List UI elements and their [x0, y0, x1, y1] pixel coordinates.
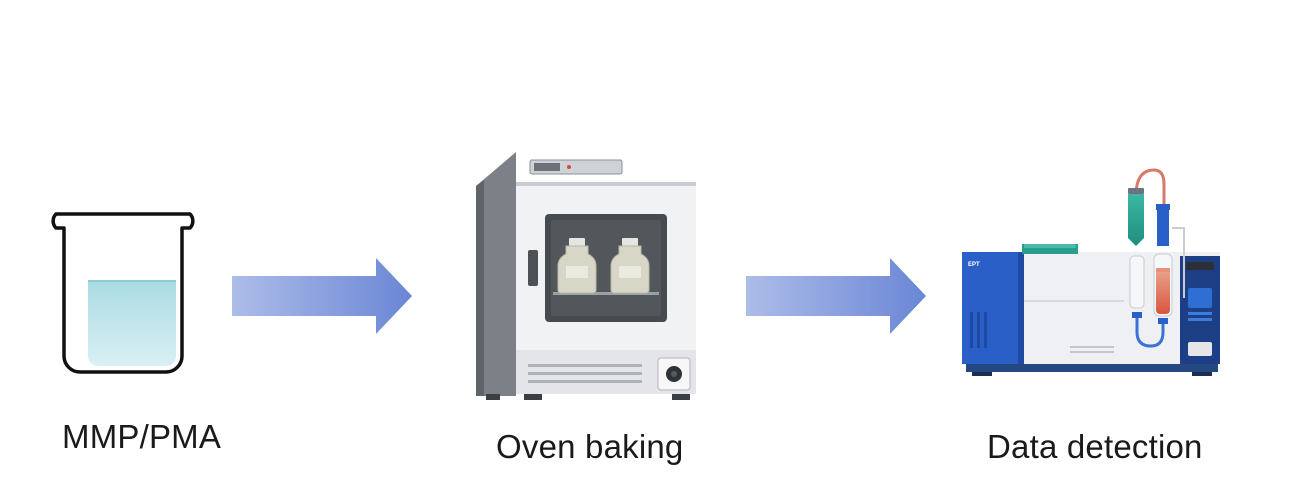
analyzer-icon: EPT: [962, 168, 1220, 376]
step-label-detection: Data detection: [987, 428, 1203, 465]
bottle-icon: [557, 238, 597, 294]
oven-icon: [476, 152, 696, 400]
arrow-1-icon: [232, 258, 412, 334]
arrow-2-icon: [746, 258, 926, 334]
bottle-icon: [610, 238, 650, 294]
step-label-oven: Oven baking: [496, 428, 684, 465]
step-label-sample: MMP/PMA: [62, 418, 222, 455]
beaker-icon: [51, 212, 195, 374]
instrument-badge: EPT: [968, 262, 980, 268]
